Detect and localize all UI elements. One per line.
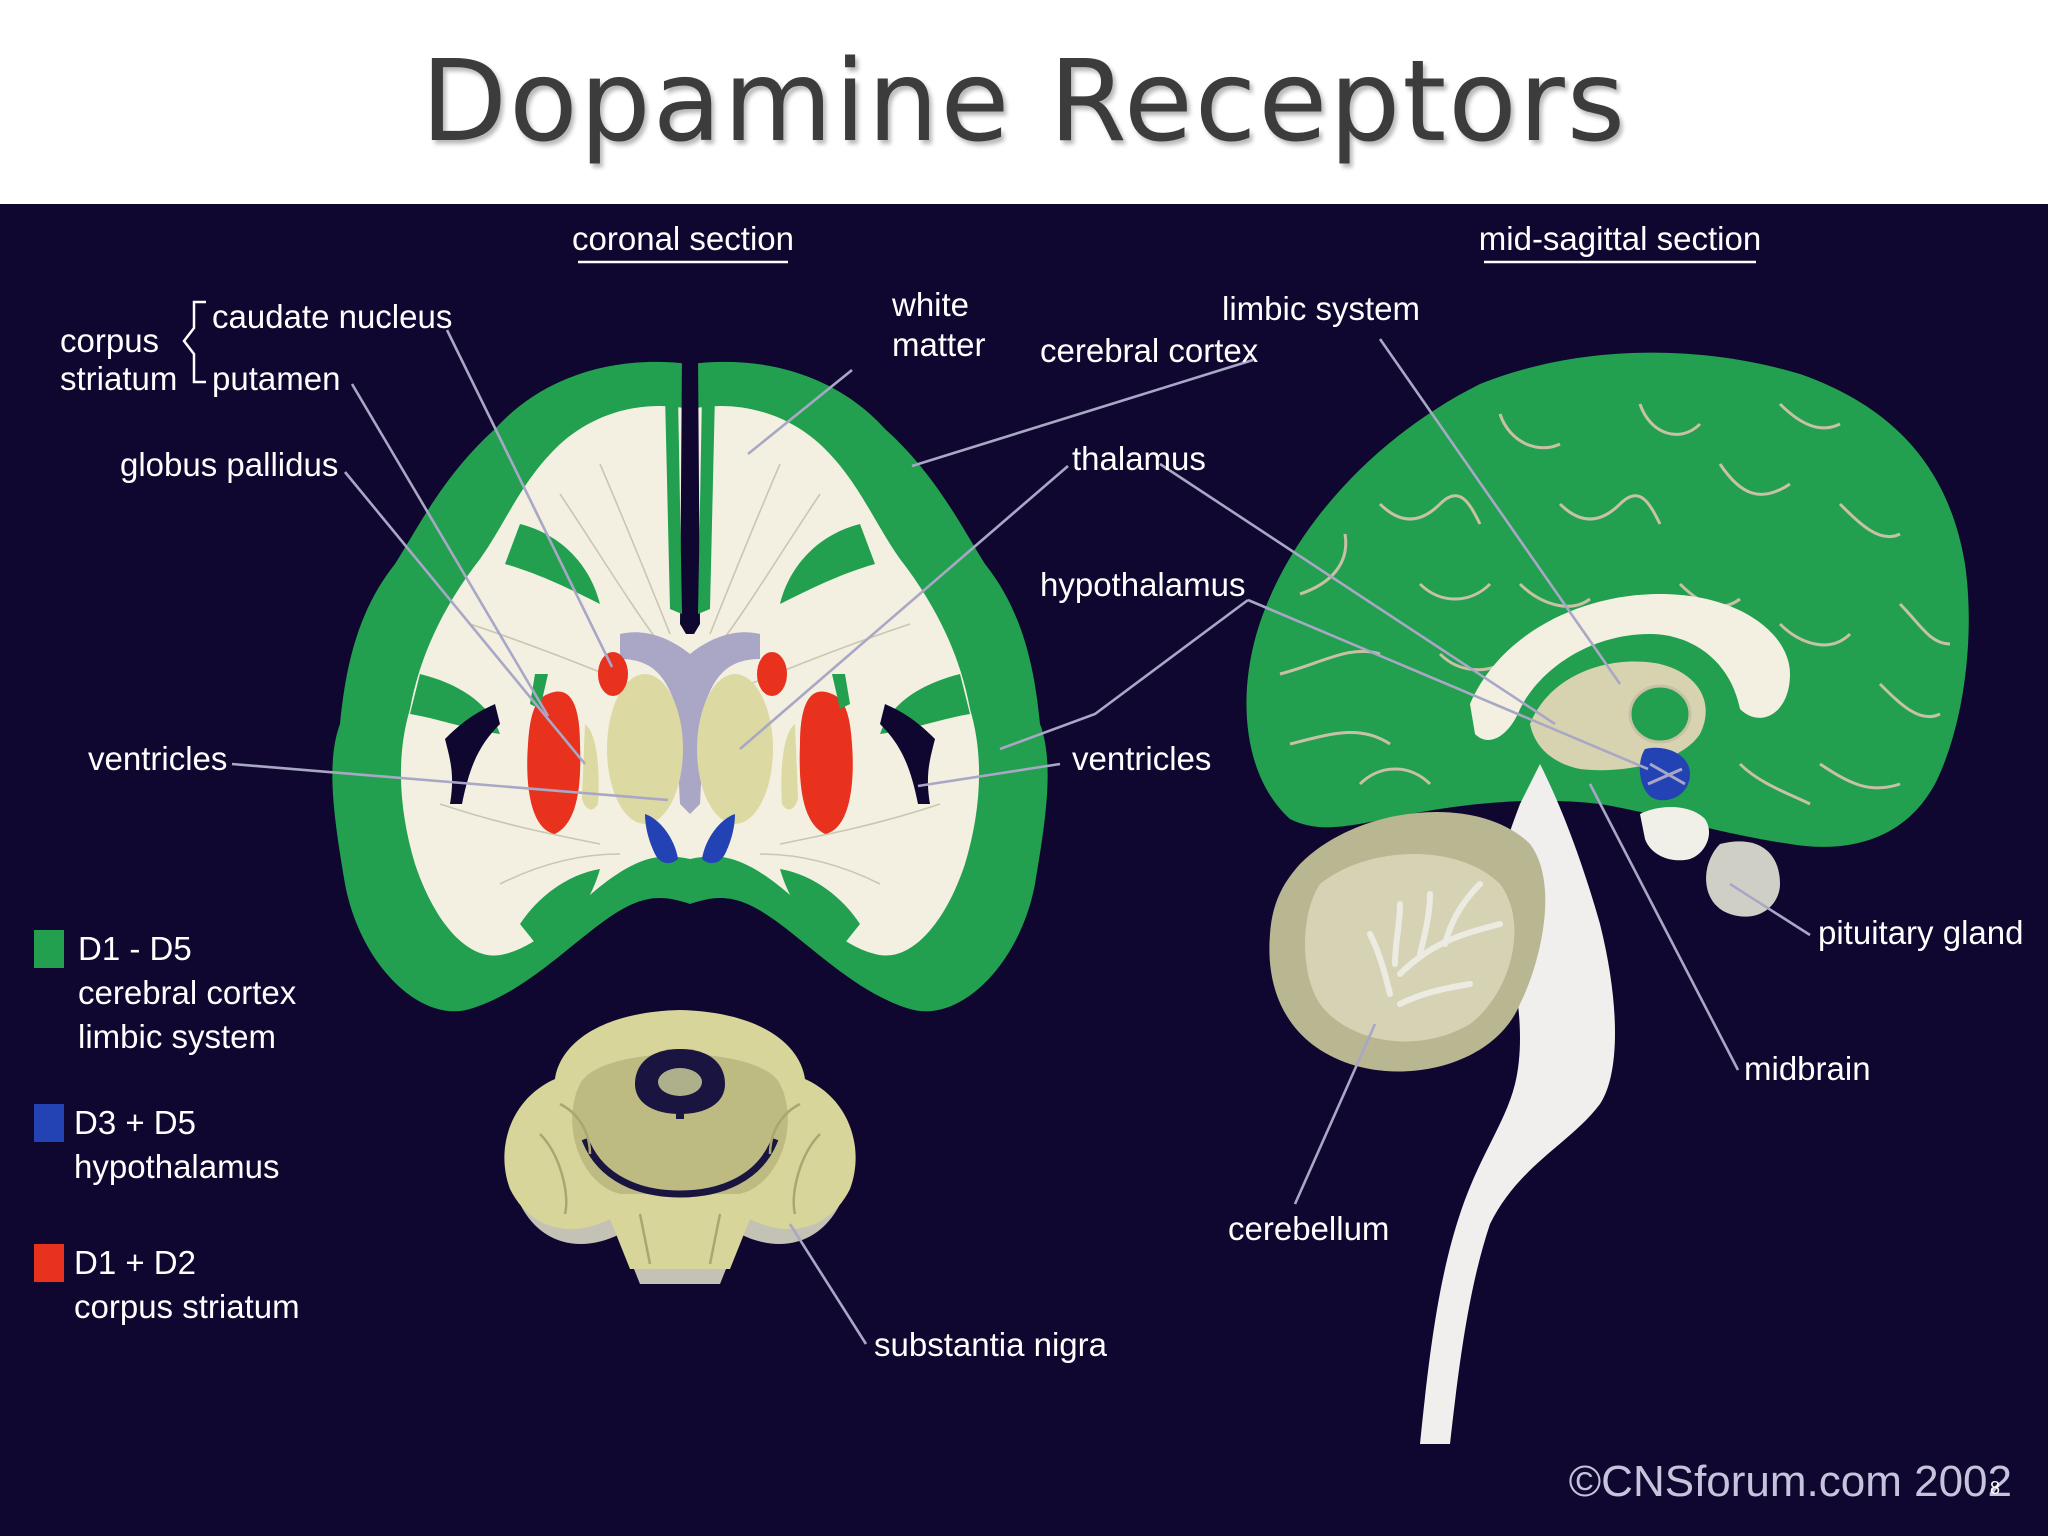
midbrain-section xyxy=(504,1010,856,1284)
label-corpus-striatum-2: striatum xyxy=(60,360,177,397)
caudate-nucleus-left xyxy=(598,652,628,696)
legend-d3-d5-line1: hypothalamus xyxy=(74,1148,279,1185)
legend-d1-d5-receptors: D1 - D5 xyxy=(78,930,192,967)
sagittal-limbic-ring xyxy=(1628,684,1692,744)
sagittal-section-heading: mid-sagittal section xyxy=(1479,220,1761,257)
aqueduct xyxy=(658,1068,702,1096)
label-thalamus: thalamus xyxy=(1072,440,1206,477)
label-cerebral-cortex: cerebral cortex xyxy=(1040,332,1259,369)
diagram-panel: coronal section mid-sagittal section cor… xyxy=(0,204,2048,1536)
label-ventricles-right: ventricles xyxy=(1072,740,1211,777)
arbor-vitae xyxy=(1367,881,1503,1007)
legend-swatch-d3-d5 xyxy=(34,1104,64,1142)
hypothalamus-right xyxy=(702,814,735,864)
label-limbic-system: limbic system xyxy=(1222,290,1420,327)
label-white-matter-1: white xyxy=(891,286,969,323)
legend-d3-d5-receptors: D3 + D5 xyxy=(74,1104,196,1141)
globus-pallidus-right xyxy=(781,724,798,810)
brainstem xyxy=(1420,764,1615,1444)
legend: D1 - D5 cerebral cortex limbic system D3… xyxy=(34,930,300,1325)
label-substantia-nigra: substantia nigra xyxy=(874,1326,1108,1363)
label-white-matter-2: matter xyxy=(892,326,986,363)
leader-lines xyxy=(182,300,1811,1345)
label-putamen: putamen xyxy=(212,360,340,397)
label-cerebellum: cerebellum xyxy=(1228,1210,1389,1247)
coronal-gyrus xyxy=(780,869,860,949)
legend-d1-d5-line1: cerebral cortex xyxy=(78,974,297,1011)
coronal-gyrus xyxy=(780,524,875,604)
hypothalamus-left xyxy=(645,814,678,864)
fissure-cortex xyxy=(665,394,715,614)
globus-pallidus-left xyxy=(582,724,599,810)
legend-swatch-d1-d5 xyxy=(34,930,64,968)
sagittal-section xyxy=(1246,352,1969,1444)
coronal-section-heading: coronal section xyxy=(572,220,794,257)
pituitary-grey xyxy=(1706,841,1780,917)
label-corpus-striatum-1: corpus xyxy=(60,322,159,359)
putamen-left xyxy=(527,691,581,834)
putamen-right xyxy=(799,691,853,834)
lateral-sulcus-left xyxy=(445,704,500,804)
label-hypothalamus: hypothalamus xyxy=(1040,566,1245,603)
slide-title: Dopamine Receptors xyxy=(420,37,1628,167)
caudate-nucleus-right xyxy=(757,652,787,696)
legend-d1-d2-line1: corpus striatum xyxy=(74,1288,300,1325)
legend-d1-d5-line2: limbic system xyxy=(78,1018,276,1055)
midbrain-folds xyxy=(539,1102,821,1265)
legend-d1-d2-receptors: D1 + D2 xyxy=(74,1244,196,1281)
corpus-callosum xyxy=(1470,594,1790,740)
thalamus-left xyxy=(607,674,683,824)
coronal-section xyxy=(332,354,1048,1012)
thalamus-right xyxy=(697,674,773,824)
lateral-sulcus-right xyxy=(880,704,935,804)
coronal-gyrus xyxy=(520,869,600,949)
insula-left xyxy=(530,674,548,709)
hypothalamus-detail xyxy=(1647,762,1686,786)
label-midbrain: midbrain xyxy=(1744,1050,1871,1087)
substantia-nigra-band xyxy=(581,1137,779,1198)
central-ventricles xyxy=(620,632,760,814)
longitudinal-fissure xyxy=(680,354,700,634)
label-caudate-nucleus: caudate nucleus xyxy=(212,298,452,335)
insula-right xyxy=(832,674,850,709)
copyright-credit: ©CNSforum.com 2002 xyxy=(1569,1457,2012,1506)
label-ventricles-left: ventricles xyxy=(88,740,227,777)
pituitary-gland xyxy=(1640,807,1710,861)
tegmentum xyxy=(572,1054,788,1194)
slide-number: 8 xyxy=(1990,1478,2000,1498)
brain-diagram: coronal section mid-sagittal section cor… xyxy=(34,220,2023,1506)
label-pituitary-gland: pituitary gland xyxy=(1818,914,2023,951)
coronal-gyrus xyxy=(505,524,600,604)
label-globus-pallidus: globus pallidus xyxy=(120,446,338,483)
cerebral-aqueduct-stem xyxy=(676,1099,684,1119)
legend-swatch-d1-d2 xyxy=(34,1244,64,1282)
